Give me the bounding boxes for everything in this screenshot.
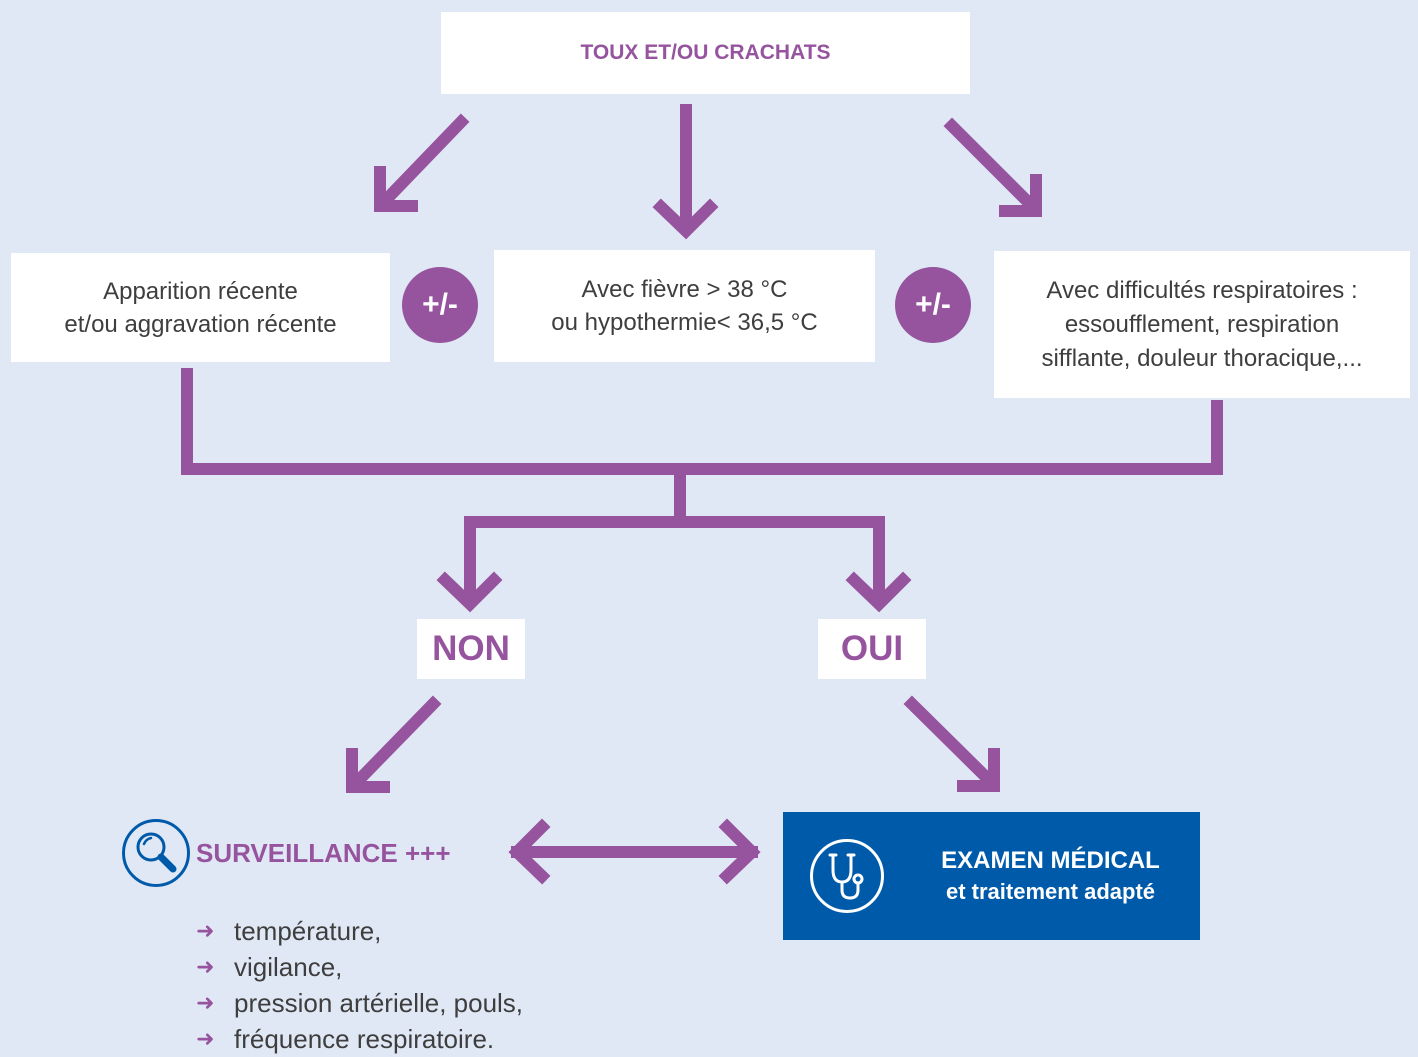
surveillance-title: SURVEILLANCE +++ [196, 838, 451, 868]
decision-yes-box: OUI [818, 619, 926, 679]
start-node-label: TOUX ET/OU CRACHATS [580, 41, 831, 64]
arrow-non-to-surveillance [346, 695, 442, 793]
list-item: ➜ fréquence respiratoire. [196, 1021, 523, 1057]
arrow-to-non [436, 571, 503, 613]
criterion-recent-text: Apparition récente et/ou aggravation réc… [64, 277, 337, 338]
list-item: ➜ pression artérielle, pouls, [196, 985, 523, 1021]
magnifier-icon [122, 819, 190, 887]
criterion-breathing-text: Avec difficultés respiratoires : essouff… [1041, 276, 1363, 372]
decision-no-label: NON [432, 629, 510, 668]
medical-exam-title: EXAMEN MÉDICAL [941, 847, 1160, 874]
list-item-text: pression artérielle, pouls, [234, 987, 524, 1018]
criteria-collector [181, 368, 1223, 528]
medical-exam-box: EXAMEN MÉDICAL et traitement adapté [783, 812, 1200, 940]
criterion-box-breathing: Avec difficultés respiratoires : essouff… [994, 251, 1410, 398]
list-item-text: vigilance, [234, 951, 343, 982]
criterion-box-fever: Avec fièvre > 38 °C ou hypothermie< 36,5… [494, 250, 875, 362]
arrow-top-to-middle [652, 104, 719, 240]
split-to-decisions [436, 516, 912, 613]
stethoscope-icon [810, 839, 884, 913]
arrow-top-to-left [374, 113, 470, 212]
arrow-to-oui [845, 571, 912, 613]
plus-minus-badge: +/- [895, 267, 971, 343]
decision-no-box: NON [417, 619, 525, 679]
arrow-right-icon: ➜ [196, 954, 215, 979]
double-arrow-surveillance-exam [508, 818, 761, 885]
criterion-fever-text: Avec fièvre > 38 °C ou hypothermie< 36,5… [551, 276, 818, 336]
list-item-text: fréquence respiratoire. [234, 1023, 495, 1054]
arrow-top-to-right [943, 117, 1042, 217]
plus-minus-label: +/- [915, 288, 951, 321]
arrow-right-icon: ➜ [196, 990, 215, 1015]
arrow-right-icon: ➜ [196, 918, 215, 943]
list-item: ➜ vigilance, [196, 949, 523, 985]
arrow-right-icon: ➜ [196, 1026, 215, 1051]
medical-exam-text: EXAMEN MÉDICAL et traitement adapté [901, 812, 1200, 940]
surveillance-list: ➜ température, ➜ vigilance, ➜ pression a… [196, 913, 523, 1057]
plus-minus-badge: +/- [402, 267, 478, 343]
start-node-box: TOUX ET/OU CRACHATS [441, 12, 970, 94]
plus-minus-label: +/- [422, 288, 458, 321]
medical-exam-subtitle: et traitement adapté [945, 879, 1156, 904]
criterion-box-recent: Apparition récente et/ou aggravation réc… [11, 253, 390, 362]
decision-yes-label: OUI [840, 629, 904, 668]
arrow-oui-to-exam [903, 695, 1000, 792]
list-item: ➜ température, [196, 913, 523, 949]
list-item-text: température, [234, 915, 382, 946]
